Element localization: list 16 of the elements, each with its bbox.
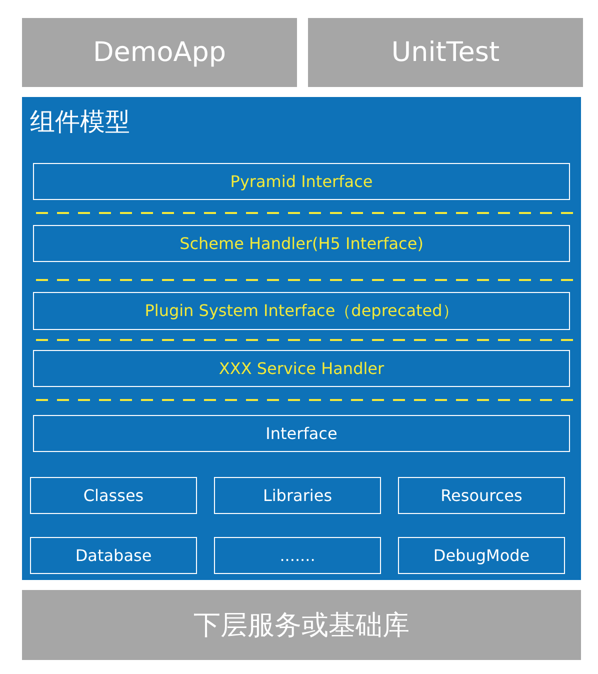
module-box: Classes: [30, 477, 197, 514]
module-box: Database: [30, 537, 197, 574]
top-layer-box: DemoApp: [22, 18, 297, 87]
interface-bar: XXX Service Handler: [33, 350, 570, 387]
top-layer-box: UnitTest: [308, 18, 583, 87]
module-box: Resources: [398, 477, 565, 514]
base-layer-box: 下层服务或基础库: [22, 590, 581, 660]
module-box: DebugMode: [398, 537, 565, 574]
interface-bar: Pyramid Interface: [33, 163, 570, 200]
interface-bar: Scheme Handler(H5 Interface): [33, 225, 570, 262]
interface-bar: Plugin System Interface（deprecated）: [33, 292, 570, 330]
panel-title: 组件模型: [30, 106, 130, 138]
interface-bar: Interface: [33, 415, 570, 452]
module-box: Libraries: [214, 477, 381, 514]
module-box: .......: [214, 537, 381, 574]
component-panel: [22, 97, 581, 580]
